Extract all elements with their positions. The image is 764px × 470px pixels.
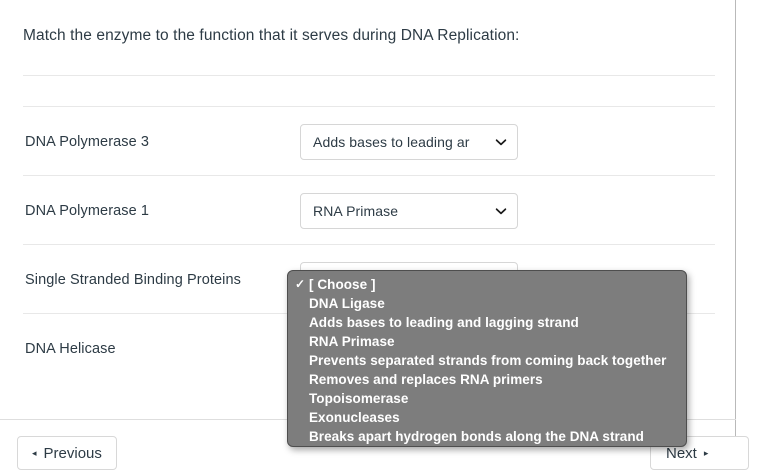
- dropdown-option[interactable]: RNA Primase: [288, 332, 686, 351]
- answer-select-dna-polymerase-1[interactable]: RNA Primase: [300, 192, 518, 229]
- dropdown-option-label: DNA Ligase: [309, 296, 385, 311]
- answer-select-dna-polymerase-3[interactable]: Adds bases to leading ar: [300, 123, 518, 160]
- dropdown-option-label: Topoisomerase: [309, 391, 409, 406]
- page-title: Match the enzyme to the function that it…: [23, 27, 520, 44]
- dropdown-option[interactable]: Breaks apart hydrogen bonds along the DN…: [288, 427, 686, 446]
- next-button-label: Next: [666, 444, 697, 462]
- chevron-down-icon: [495, 205, 507, 217]
- divider: [23, 106, 715, 107]
- dropdown-option[interactable]: Prevents separated strands from coming b…: [288, 351, 686, 370]
- match-item-label: Single Stranded Binding Proteins: [25, 271, 242, 288]
- dropdown-option-label: Breaks apart hydrogen bonds along the DN…: [309, 429, 644, 444]
- match-row: DNA Polymerase 3 Adds bases to leading a…: [0, 107, 736, 176]
- divider: [23, 75, 715, 76]
- dropdown-option-label: [ Choose ]: [309, 277, 376, 292]
- dropdown-option[interactable]: Exonucleases: [288, 408, 686, 427]
- divider: [23, 244, 715, 245]
- dropdown-option-label: Removes and replaces RNA primers: [309, 372, 543, 387]
- dropdown-option[interactable]: DNA Ligase: [288, 294, 686, 313]
- selected-value: Adds bases to leading ar: [313, 133, 470, 150]
- triangle-right-icon: ▸: [703, 447, 709, 458]
- dropdown-option-label: Exonucleases: [309, 410, 400, 425]
- dropdown-option[interactable]: Topoisomerase: [288, 389, 686, 408]
- dropdown-option[interactable]: Adds bases to leading and lagging strand: [288, 313, 686, 332]
- divider: [23, 175, 715, 176]
- match-item-label: DNA Polymerase 1: [25, 202, 150, 219]
- previous-button-label: Previous: [43, 444, 102, 462]
- chevron-down-icon: [495, 136, 507, 148]
- triangle-left-icon: ◂: [32, 447, 37, 458]
- selected-value: RNA Primase: [313, 202, 399, 219]
- match-item-label: DNA Helicase: [25, 340, 116, 357]
- dropdown-option-label: Prevents separated strands from coming b…: [309, 353, 667, 368]
- match-row: DNA Polymerase 1 RNA Primase: [0, 176, 736, 245]
- dropdown-option-label: Adds bases to leading and lagging strand: [309, 315, 579, 330]
- dropdown-option[interactable]: ✓[ Choose ]: [288, 275, 686, 294]
- dropdown-option[interactable]: Removes and replaces RNA primers: [288, 370, 686, 389]
- previous-button[interactable]: ◂ Previous: [17, 436, 117, 470]
- match-item-label: DNA Polymerase 3: [25, 133, 150, 150]
- dropdown-option-label: RNA Primase: [309, 334, 395, 349]
- check-icon: ✓: [294, 277, 306, 291]
